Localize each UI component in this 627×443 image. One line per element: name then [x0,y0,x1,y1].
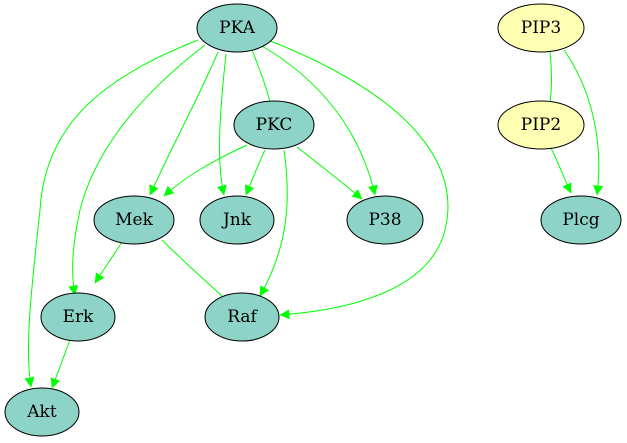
node-raf: Raf [204,292,280,342]
node-mek-label: Mek [115,210,153,230]
node-plcg: Plcg [540,195,622,245]
edge-pka-erk [68,44,206,296]
edge-mek-raf [161,239,223,297]
node-pka: PKA [196,3,278,53]
node-p38-shape [346,195,424,245]
edge-mek-erk [94,241,123,284]
node-pip2: PIP2 [497,100,585,150]
node-pip2-label: PIP2 [521,115,561,135]
edges [24,39,604,389]
node-raf-shape [204,292,280,342]
node-jnk-shape [199,195,275,245]
edge-pkc-mek [163,144,248,197]
node-erk: Erk [40,292,116,342]
edge-pip3-plcg [563,49,604,196]
nodes: PKA PKC Mek Jnk P38 Erk Raf Akt [4,3,622,437]
edge-pka-mek [149,51,219,196]
edge-pka-p38 [261,45,378,196]
node-akt-shape [4,387,80,437]
node-pkc: PKC [233,100,315,150]
node-pip3: PIP3 [497,3,585,53]
edge-pkc-p38 [296,146,363,200]
edge-pka-raf [267,39,449,320]
edge-pip3-pip2 [549,51,552,105]
node-p38-label: P38 [368,210,401,230]
node-plcg-label: Plcg [562,210,599,230]
node-pkc-shape [233,100,315,150]
node-erk-shape [40,292,116,342]
node-pip2-shape [497,100,585,150]
edge-pkc-raf [259,149,288,297]
node-akt-label: Akt [26,402,57,422]
node-plcg-shape [540,195,622,245]
node-erk-label: Erk [63,307,95,327]
edge-pka-jnk [217,53,227,196]
edge-pka-pkc [251,49,271,103]
node-raf-label: Raf [227,307,258,327]
node-p38: P38 [346,195,424,245]
edge-erk-akt [50,339,71,389]
node-pip3-label: PIP3 [521,18,561,38]
node-pka-label: PKA [219,18,255,38]
node-jnk: Jnk [199,195,275,245]
node-jnk-label: Jnk [221,210,252,230]
edge-pka-akt [24,39,199,388]
node-pkc-label: PKC [256,115,293,135]
node-pka-shape [196,3,278,53]
node-mek-shape [93,195,175,245]
node-akt: Akt [4,387,80,437]
edge-pkc-jnk [244,149,266,196]
node-mek: Mek [93,195,175,245]
node-pip3-shape [497,3,585,53]
edge-pip2-plcg [550,147,572,194]
